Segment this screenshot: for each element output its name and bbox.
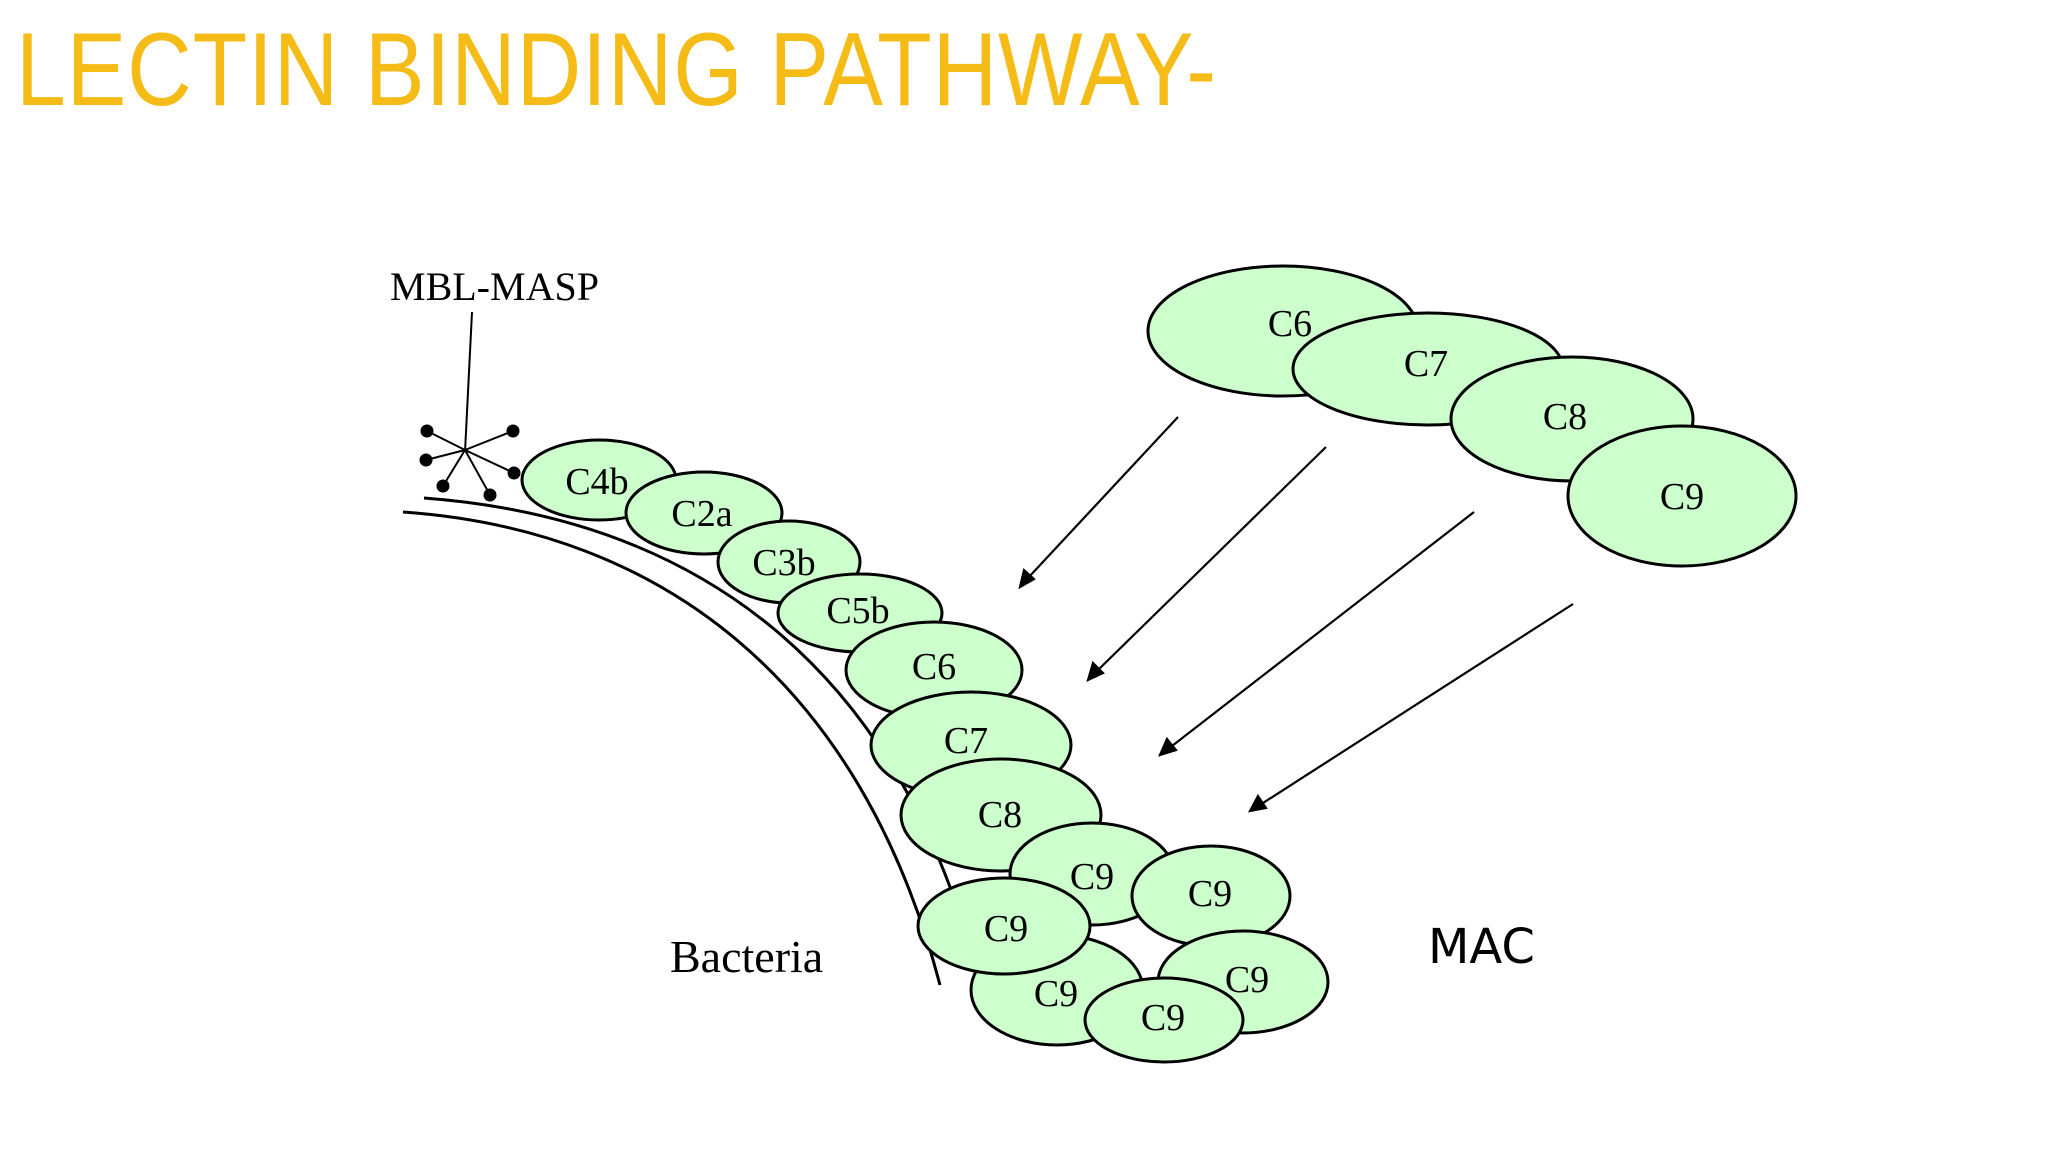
arrow-c8 (1171, 511, 1475, 747)
mbl-arm (425, 449, 466, 461)
arrow-c8-head (1158, 736, 1178, 757)
mbl-arm (426, 430, 466, 451)
label-free-c9: C9 (1660, 476, 1704, 518)
mac-pore-labels: C9 C9 C9 C9 C9 C9 (984, 856, 1269, 1039)
arrow-c6-head (1018, 567, 1036, 590)
label-c4b: C4b (565, 461, 628, 503)
label-c3b: C3b (752, 542, 815, 584)
mbl-arm (464, 430, 514, 451)
label-c9: C9 (1141, 997, 1185, 1039)
mbl-head (419, 453, 433, 467)
bacteria-label: Bacteria (670, 931, 823, 982)
label-c8: C8 (978, 794, 1022, 836)
free-complement-components (1146, 264, 1798, 568)
label-c6: C6 (912, 646, 956, 688)
label-c5b: C5b (826, 590, 889, 632)
mbl-masp-label: MBL-MASP (390, 264, 599, 309)
membrane-inner-line (402, 510, 942, 986)
label-c9: C9 (984, 908, 1028, 950)
mbl-masp-molecule (419, 311, 521, 502)
mbl-masp-pointer-line (464, 311, 473, 453)
mbl-head (506, 424, 520, 438)
label-c9: C9 (1034, 973, 1078, 1015)
label-c9: C9 (1225, 959, 1269, 1001)
label-free-c8: C8 (1543, 396, 1587, 438)
free-protein-c9 (1566, 424, 1798, 568)
mbl-arm (442, 449, 466, 487)
mbl-arm (464, 449, 491, 496)
mbl-head (420, 424, 434, 438)
label-c2a: C2a (671, 493, 732, 535)
mbl-head (436, 479, 450, 493)
assembly-arrows (1018, 416, 1574, 813)
label-c9: C9 (1070, 856, 1114, 898)
free-component-labels: C6 C7 C8 C9 (1268, 303, 1704, 518)
label-c7: C7 (944, 720, 988, 762)
bound-complement-chain (520, 438, 1103, 873)
arrow-c7 (1097, 446, 1327, 671)
protein-c9-pore (916, 876, 1092, 976)
arrow-c9 (1262, 603, 1574, 804)
arrow-c6 (1027, 416, 1179, 579)
mbl-head (507, 466, 521, 480)
mac-pore (916, 821, 1330, 1064)
label-free-c7: C7 (1404, 343, 1448, 385)
mbl-arm (464, 449, 515, 474)
mac-label: MAC (1428, 919, 1535, 975)
slide-title: LECTIN BINDING PATHWAY- (16, 12, 1217, 128)
label-c9: C9 (1188, 873, 1232, 915)
label-free-c6: C6 (1268, 303, 1312, 345)
protein-c9-pore (1083, 976, 1245, 1064)
arrow-c9-head (1247, 793, 1268, 813)
bound-chain-labels: C4b C2a C3b C5b C6 C7 C8 (565, 461, 1022, 836)
arrow-c7-head (1086, 660, 1105, 683)
mbl-head (483, 488, 497, 502)
